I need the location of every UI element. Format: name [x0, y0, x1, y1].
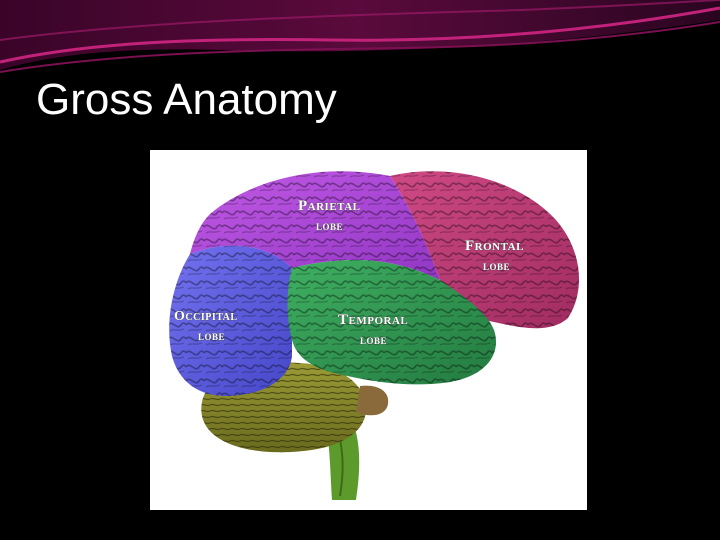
label-occipital-line1: Occipital	[174, 309, 238, 324]
temporal-lobe	[287, 260, 497, 385]
label-frontal-line1: Frontal	[465, 238, 524, 254]
label-occipital: Occipital lobe	[174, 309, 238, 344]
occipital-lobe	[169, 245, 292, 397]
pons	[356, 385, 389, 416]
label-parietal-line1: Parietal	[298, 198, 360, 214]
frontal-lobe	[390, 171, 580, 329]
label-temporal: Temporal lobe	[338, 312, 408, 348]
slide-title: Gross Anatomy	[36, 75, 337, 124]
label-parietal: Parietal lobe	[298, 198, 361, 234]
label-occipital-line2: lobe	[198, 328, 225, 343]
label-temporal-line2: lobe	[360, 332, 387, 347]
label-temporal-line1: Temporal	[338, 312, 408, 328]
brain-lobes-diagram: Parietal lobe Frontal lobe Occipital lob…	[150, 150, 587, 510]
label-parietal-line2: lobe	[316, 218, 343, 233]
label-frontal: Frontal lobe	[465, 238, 524, 274]
label-frontal-line2: lobe	[483, 258, 510, 273]
parietal-lobe	[190, 171, 440, 280]
header-banner	[0, 0, 720, 73]
